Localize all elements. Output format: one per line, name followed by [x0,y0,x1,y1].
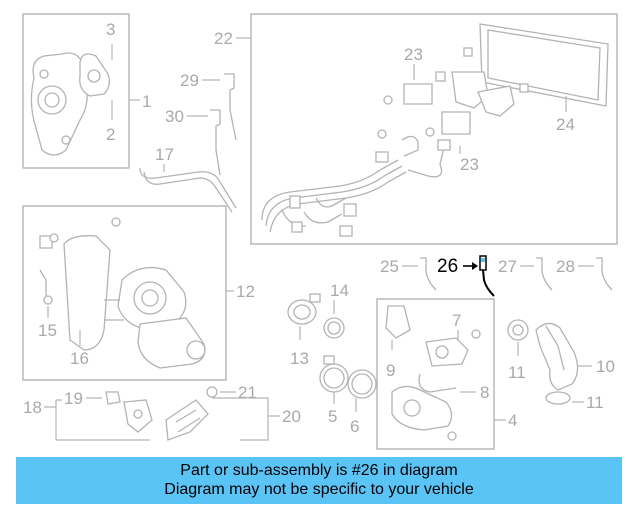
callout-11a: 11 [508,363,526,382]
callout-23a: 23 [404,45,423,64]
part-6-gasket [347,369,377,399]
part-22-hoses [261,135,451,237]
banner-line-1: Part or sub-assembly is #26 in diagram [180,462,458,479]
group-box-12 [22,205,227,381]
callout-11b: 11 [586,393,604,412]
callout-21: 21 [238,383,257,402]
callout-16: 16 [70,349,89,368]
callout-13: 13 [290,349,309,368]
callout-8: 8 [480,383,489,402]
part-20-bracket [165,386,218,441]
callout-10: 10 [596,357,615,376]
callout-6: 6 [350,417,359,436]
callout-22: 22 [214,29,233,48]
callout-23b: 23 [460,155,479,174]
part-15-16-small [39,217,121,305]
callout-19: 19 [64,389,83,408]
callout-24: 24 [556,115,575,134]
part-13-clamp [287,293,321,325]
callout-30: 30 [165,107,184,126]
part-10-hose [535,322,579,391]
part-29-sensor [224,73,237,141]
part-4-manifold [391,373,457,441]
callout-14: 14 [330,281,349,300]
callout-29: 29 [180,71,199,90]
part-11-clamp-a [507,319,529,341]
callout-25: 25 [380,257,399,276]
part-24-intercooler [479,23,609,107]
callout-20: 20 [282,407,301,426]
banner-line-2: Diagram may not be specific to your vehi… [164,481,474,498]
part-19-bracket [105,391,153,433]
part-11-clamp-b [545,391,571,405]
callout-3: 3 [106,20,115,39]
part-14-ring [323,317,345,339]
part-7-actuator [425,329,481,367]
part-12-turbocharger [63,235,206,369]
callout-18: 18 [23,398,42,417]
callout-1: 1 [142,92,151,111]
part-26-highlighted [479,255,495,297]
group-box-1 [22,13,130,169]
callout-27: 27 [498,257,517,276]
part-17-pipe [139,167,237,209]
callout-9: 9 [386,361,395,380]
info-banner: Part or sub-assembly is #26 in diagram D… [16,457,622,504]
callout-26: 26 [437,256,458,277]
parts-diagram: 3 2 1 29 30 17 22 24 23 23 [22,13,618,450]
part-27 [536,257,553,291]
part-5-clamp [319,355,349,393]
callout-5: 5 [328,407,337,426]
part-28 [596,257,613,291]
part-3-gasket [79,53,110,97]
part-25 [420,257,437,291]
part-9-cover [385,305,411,339]
callout-4: 4 [508,411,517,430]
part-30-sensor [210,109,221,176]
callout-28: 28 [556,257,575,276]
callout-17: 17 [155,145,174,164]
callout-2: 2 [106,125,115,144]
group-box-4 [376,298,495,450]
group-box-22 [250,13,618,245]
part-1-drawing [30,52,88,156]
callout-7: 7 [452,311,461,330]
callout-15: 15 [38,321,57,340]
callout-12: 12 [236,282,255,301]
part-23-bracket-a [377,47,529,139]
